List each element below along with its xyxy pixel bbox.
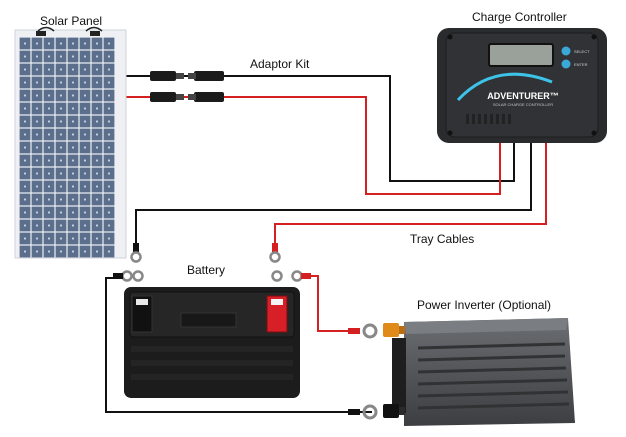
controller-brand: ADVENTURER™ <box>487 91 559 101</box>
inverter-negative-ring-terminal-battery <box>113 270 133 282</box>
battery-post-ring-positive <box>271 270 283 282</box>
inverter-positive-wire <box>306 275 352 332</box>
power-inverter-label: Power Inverter (Optional) <box>417 298 552 312</box>
inverter-fins <box>417 342 570 410</box>
battery-post-ring-negative <box>132 270 144 282</box>
adaptor-kit-connectors <box>150 71 224 102</box>
enter-button-label: ENTER <box>574 62 588 67</box>
inverter-negative-terminal <box>383 404 405 418</box>
inverter-negative-ring-terminal <box>348 404 378 420</box>
tray-negative-ring-terminal <box>130 243 142 263</box>
enter-button <box>561 59 571 69</box>
power-inverter <box>348 318 575 426</box>
select-button-label: SELECT <box>574 49 590 54</box>
tray-positive-wire <box>274 140 547 244</box>
adaptor-kit-label: Adaptor Kit <box>250 57 310 71</box>
select-button <box>561 46 571 56</box>
tray-cable-terminals <box>113 243 311 282</box>
inverter-positive-terminal <box>383 323 405 337</box>
tray-cables-label: Tray Cables <box>410 232 475 246</box>
wires <box>105 75 547 413</box>
mc4-negative-connector-left <box>150 71 184 81</box>
battery-label: Battery <box>187 263 226 277</box>
adaptor-positive-wire <box>122 96 501 195</box>
controller-vents <box>466 114 511 124</box>
controller-subtitle: SOLAR CHARGE CONTROLLER <box>493 102 553 107</box>
lcd-display <box>488 43 554 67</box>
swoosh-accent <box>456 72 553 102</box>
charge-controller: SELECT ENTER ADVENTURER™ SOLAR CHARGE CO… <box>437 28 607 143</box>
mc4-negative-connector-right <box>188 71 224 81</box>
tray-negative-wire <box>135 140 532 244</box>
inverter-positive-ring-terminal-battery <box>291 270 311 282</box>
adaptor-negative-wire <box>122 75 515 182</box>
mc4-positive-connector-right <box>188 92 224 102</box>
mc4-positive-connector-left <box>150 92 184 102</box>
solar-panel-label: Solar Panel <box>40 14 103 28</box>
inverter-positive-ring-terminal <box>348 323 378 339</box>
tray-positive-ring-terminal <box>269 243 281 263</box>
solar-panel <box>14 26 127 259</box>
battery <box>124 287 300 398</box>
charge-controller-label: Charge Controller <box>472 10 567 24</box>
